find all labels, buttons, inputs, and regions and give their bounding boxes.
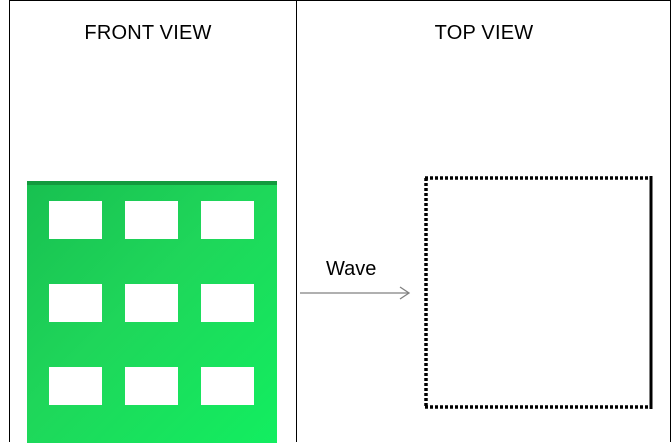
top-view-plan-outline <box>424 176 653 409</box>
top-view-title: TOP VIEW <box>434 22 534 44</box>
window <box>125 284 178 322</box>
window <box>125 367 178 405</box>
window <box>49 201 102 239</box>
window <box>49 367 102 405</box>
window <box>201 201 254 239</box>
window <box>49 284 102 322</box>
top-border <box>9 0 671 1</box>
building-front-facade <box>27 181 277 443</box>
wave-label: Wave <box>326 258 377 280</box>
left-border <box>9 0 10 442</box>
window <box>201 367 254 405</box>
window <box>201 284 254 322</box>
building-roof-edge <box>27 181 277 185</box>
panel-divider <box>296 0 297 442</box>
front-view-title: FRONT VIEW <box>84 22 212 44</box>
wave-arrow-icon <box>300 286 411 300</box>
window <box>125 201 178 239</box>
